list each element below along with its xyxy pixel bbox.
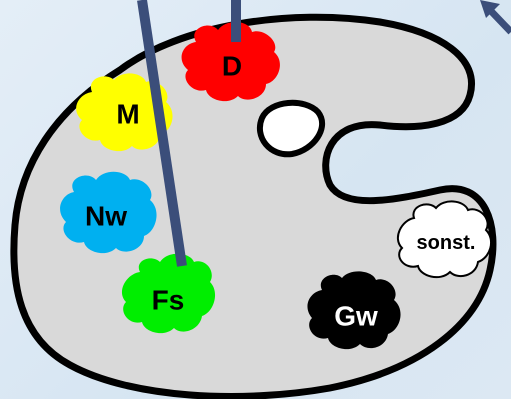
paint-blob-sonst[interactable]: sonst.	[396, 200, 493, 279]
paint-blob-fs[interactable]: Fs	[121, 253, 216, 334]
arrow-icon	[480, 0, 511, 35]
paint-blob-d[interactable]: D	[181, 21, 280, 102]
paint-blob-m-label: M	[116, 99, 139, 130]
palette-thumb-hole	[257, 99, 326, 158]
paint-blob-nw-label: Nw	[85, 201, 127, 232]
paint-blob-nw[interactable]: Nw	[60, 171, 157, 254]
brush-handle-left	[137, 0, 187, 267]
paint-blob-fs-label: Fs	[152, 285, 185, 316]
paint-blob-m[interactable]: M	[76, 73, 173, 152]
paint-blob-d-label: D	[222, 51, 242, 82]
paint-blob-gw[interactable]: Gw	[307, 271, 401, 350]
paint-blob-gw-label: Gw	[334, 301, 378, 332]
paint-blob-sonst-label: sonst.	[417, 232, 476, 254]
